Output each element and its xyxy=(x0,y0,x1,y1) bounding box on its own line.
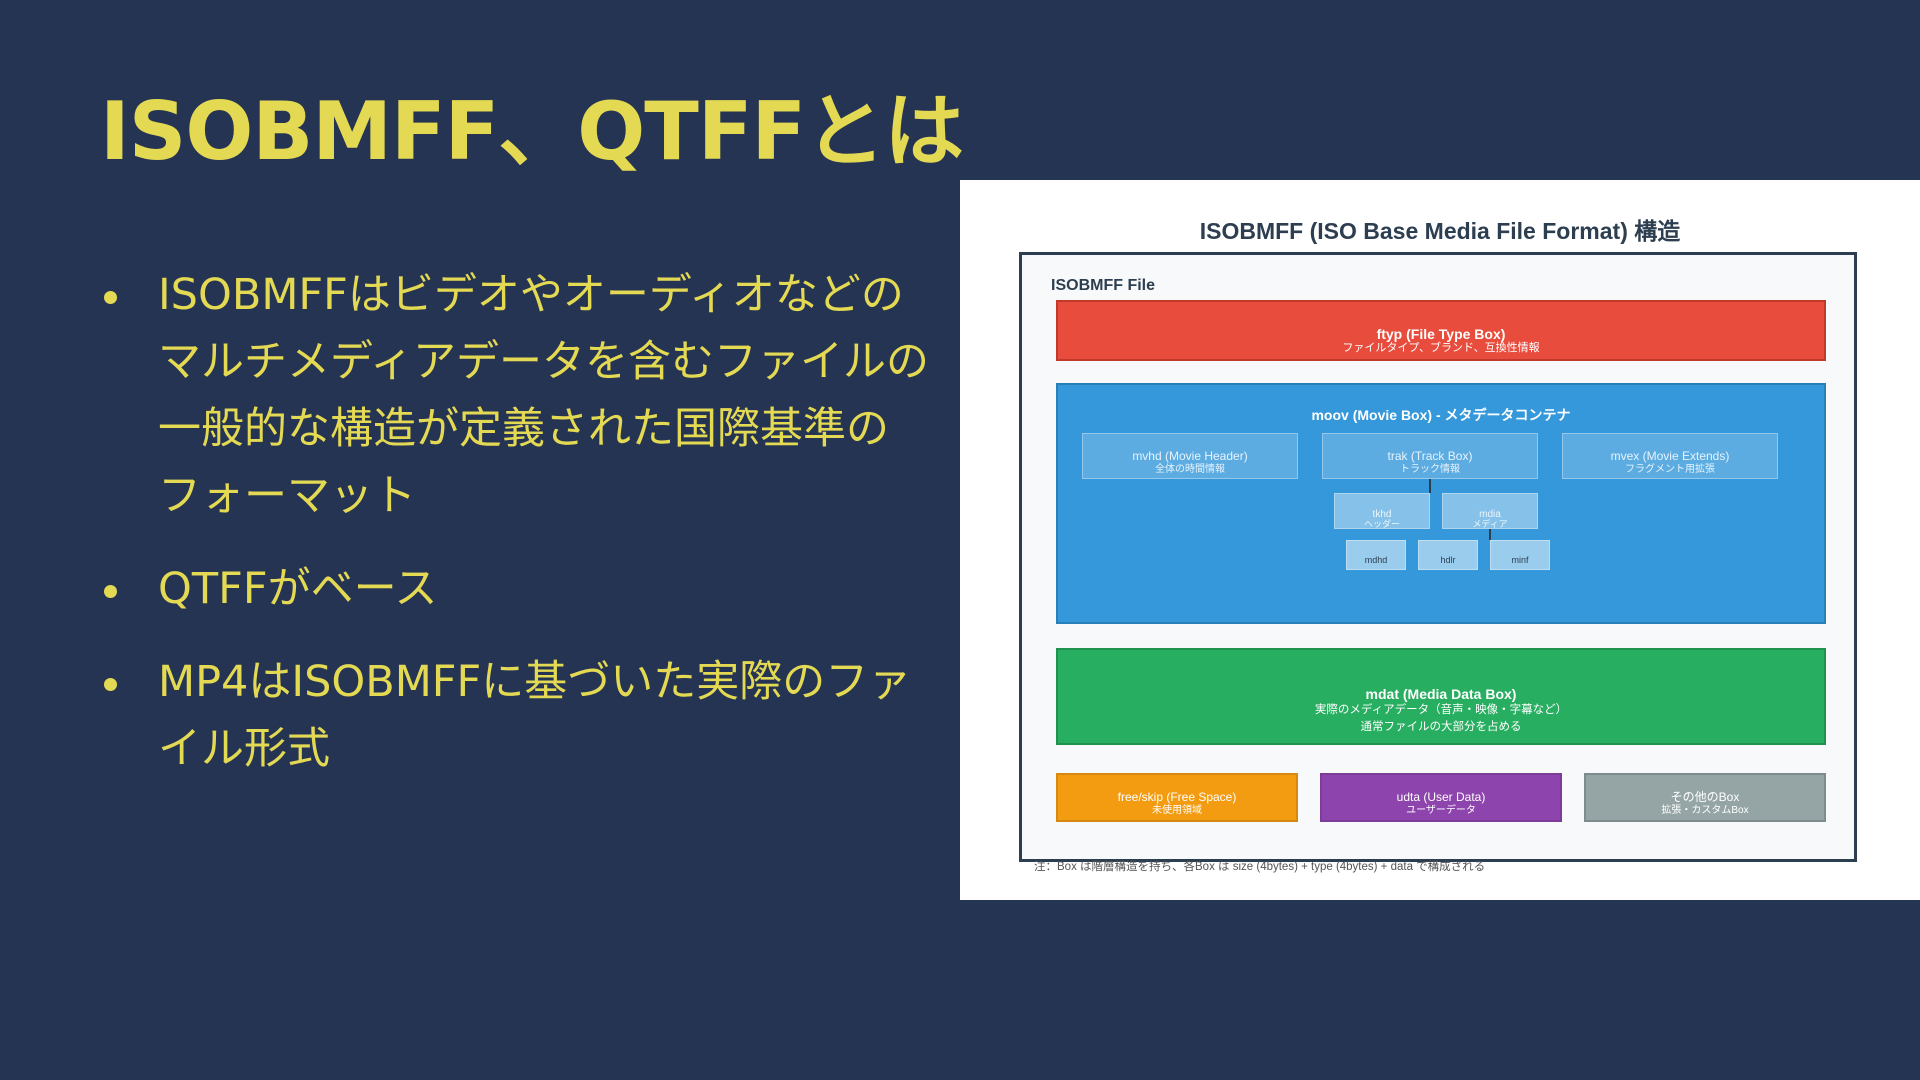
mdat-description: 実際のメディアデータ（音声・映像・字幕など） xyxy=(1314,704,1568,716)
diagram-title: ISOBMFF (ISO Base Media File Format) 構造 xyxy=(1199,218,1681,244)
mdia-connector xyxy=(1489,529,1491,540)
ftyp-box: ftyp (File Type Box) ファイルタイプ、ブランド、互換性情報 xyxy=(1056,300,1826,361)
other-description: 拡張・カスタムBox xyxy=(1661,805,1749,816)
trak-title: trak (Track Box) xyxy=(1387,449,1473,463)
trak-description: トラック情報 xyxy=(1400,464,1460,475)
mdia-box: mdia メディア xyxy=(1442,493,1538,529)
free-skip-box: free/skip (Free Space) 未使用領域 xyxy=(1056,773,1298,822)
free-description: 未使用領域 xyxy=(1152,805,1202,816)
bullet-item: ISOBMFFはビデオやオーディオなどのマルチメディアデータを含むファイルの一般… xyxy=(100,262,930,530)
ftyp-description: ファイルタイプ、ブランド、互換性情報 xyxy=(1342,342,1540,354)
mvhd-description: 全体の時間情報 xyxy=(1155,464,1225,475)
tkhd-description: ヘッダー xyxy=(1363,519,1400,529)
mvex-box: mvex (Movie Extends) フラグメント用拡張 xyxy=(1562,433,1778,479)
bullet-text: ISOBMFFはビデオやオーディオなどのマルチメディアデータを含むファイルの一般… xyxy=(158,270,929,521)
tkhd-title: tkhd xyxy=(1372,509,1392,520)
moov-title: moov (Movie Box) - メタデータコンテナ xyxy=(1311,407,1571,423)
bullet-list: ISOBMFFはビデオやオーディオなどのマルチメディアデータを含むファイルの一般… xyxy=(100,262,930,809)
moov-box: moov (Movie Box) - メタデータコンテナ mvhd (Movie… xyxy=(1056,383,1826,624)
bullet-dot-icon xyxy=(104,678,117,691)
isobmff-file-frame: ISOBMFF File ftyp (File Type Box) ファイルタイ… xyxy=(1019,252,1857,873)
mvhd-title: mvhd (Movie Header) xyxy=(1132,449,1248,463)
isobmff-diagram: ISOBMFF (ISO Base Media File Format) 構造 … xyxy=(960,180,1920,900)
mdhd-title: mdhd xyxy=(1364,555,1388,565)
diagram-footnote: 注：Box は階層構造を持ち、各Box は size (4bytes) + ty… xyxy=(1034,861,1486,873)
mdhd-box: mdhd xyxy=(1346,540,1406,570)
tkhd-box: tkhd ヘッダー xyxy=(1334,493,1430,529)
trak-connector xyxy=(1429,479,1431,493)
file-label: ISOBMFF File xyxy=(1051,277,1155,294)
bullet-dot-icon xyxy=(104,585,117,598)
minf-box: minf xyxy=(1490,540,1550,570)
slide-title: ISOBMFF、QTFFとは xyxy=(100,85,964,178)
mvex-title: mvex (Movie Extends) xyxy=(1610,449,1730,463)
mdia-title: mdia xyxy=(1479,509,1501,520)
other-box: その他のBox 拡張・カスタムBox xyxy=(1584,773,1826,822)
free-title: free/skip (Free Space) xyxy=(1117,790,1237,804)
ftyp-title: ftyp (File Type Box) xyxy=(1376,326,1506,342)
mdat-box: mdat (Media Data Box) 実際のメディアデータ（音声・映像・字… xyxy=(1056,648,1826,745)
hdlr-box: hdlr xyxy=(1418,540,1478,570)
hdlr-title: hdlr xyxy=(1440,555,1456,565)
udta-description: ユーザーデータ xyxy=(1406,805,1476,816)
bullet-item: MP4はISOBMFFに基づいた実際のファイル形式 xyxy=(100,649,930,783)
mvex-description: フラグメント用拡張 xyxy=(1625,464,1715,475)
minf-title: minf xyxy=(1511,555,1529,565)
mdat-title: mdat (Media Data Box) xyxy=(1365,686,1517,702)
bullet-dot-icon xyxy=(104,291,117,304)
bullet-text: MP4はISOBMFFに基づいた実際のファイル形式 xyxy=(158,657,912,774)
other-title: その他のBox xyxy=(1670,790,1740,804)
mdat-note: 通常ファイルの大部分を占める xyxy=(1360,721,1522,733)
udta-box: udta (User Data) ユーザーデータ xyxy=(1320,773,1562,822)
bullet-text: QTFFがベース xyxy=(158,564,438,614)
udta-title: udta (User Data) xyxy=(1396,790,1486,804)
bullet-item: QTFFがベース xyxy=(100,556,930,623)
mvhd-box: mvhd (Movie Header) 全体の時間情報 xyxy=(1082,433,1298,479)
mdia-description: メディア xyxy=(1472,519,1508,529)
trak-box: trak (Track Box) トラック情報 xyxy=(1322,433,1538,479)
